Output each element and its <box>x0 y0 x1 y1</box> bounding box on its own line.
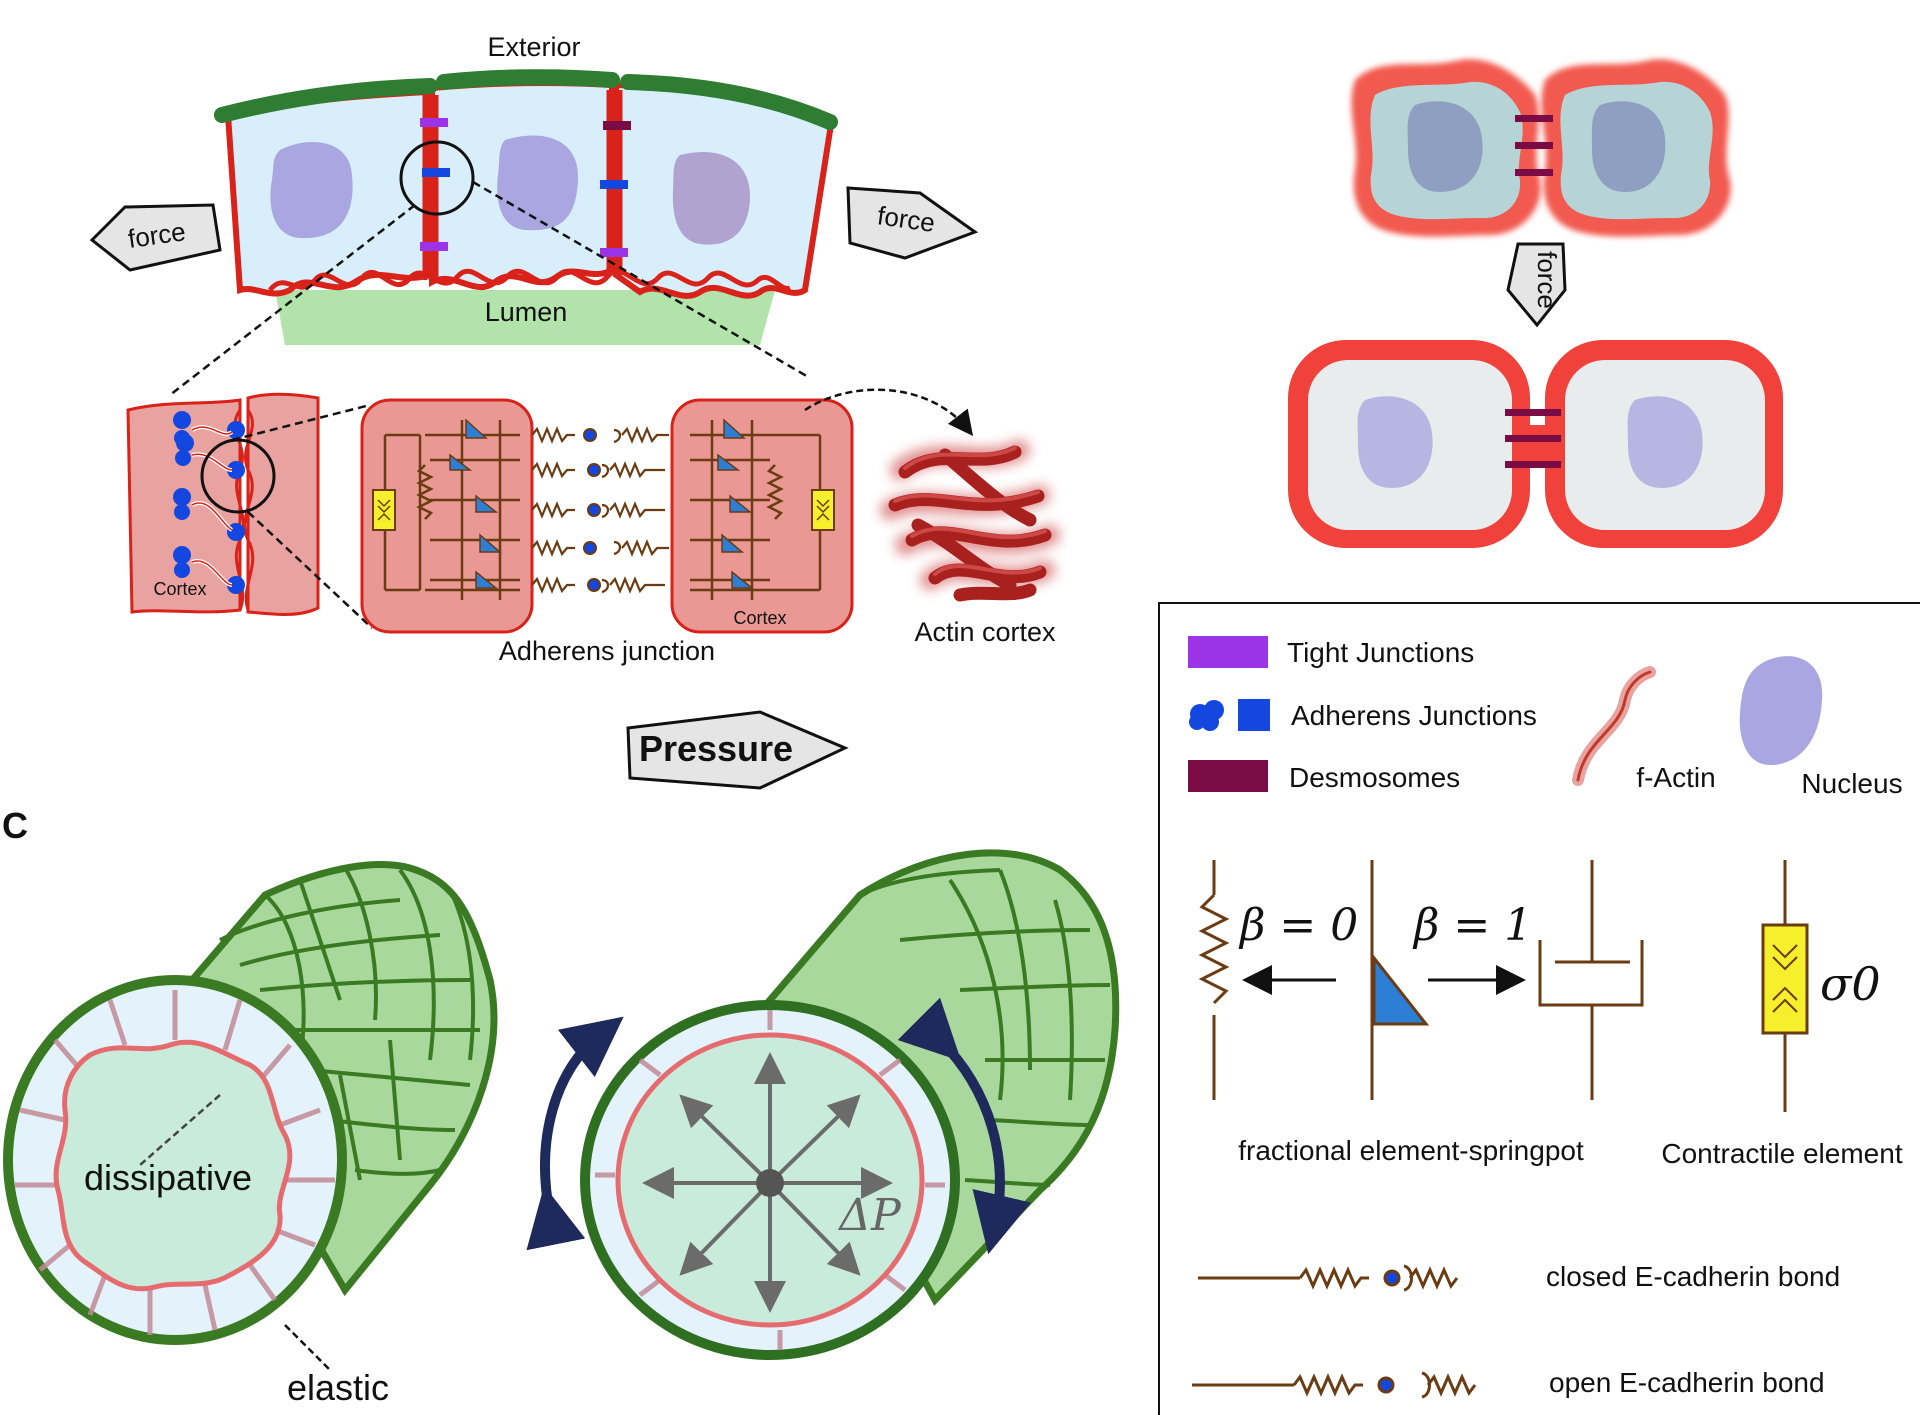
exterior-label: Exterior <box>487 32 580 62</box>
pressure-arrow: Pressure <box>626 710 849 790</box>
contractile-element-left <box>372 489 396 531</box>
pressure-label: Pressure <box>639 728 793 769</box>
dissipative-label: dissipative <box>84 1157 252 1198</box>
lumen-region <box>275 290 775 345</box>
cortex-small-label: Cortex <box>153 579 206 599</box>
force-arrow-right: force <box>846 186 979 260</box>
legend-factin-icon <box>1572 666 1656 786</box>
force-arrow-left: force <box>89 203 222 272</box>
tight-junction-2b <box>600 248 628 257</box>
apical-membrane-right <box>620 74 838 130</box>
cortex-large-label: Cortex <box>733 608 786 628</box>
legend-nucleus-label: Nucleus <box>1801 768 1902 799</box>
legend-beta0: β = 0 <box>1238 900 1358 951</box>
legend-tight-label: Tight Junctions <box>1287 637 1474 668</box>
legend-contractile-icon <box>1761 860 1809 1112</box>
cell-pair-stretched <box>1288 340 1783 548</box>
force-vertical-label: force <box>1532 251 1562 309</box>
legend-adherens-label: Adherens Junctions <box>1291 700 1537 731</box>
tight-junction-1 <box>420 118 448 127</box>
legend-springpot-label: fractional element-springpot <box>1238 1135 1584 1166</box>
apical-membrane-middle <box>436 69 620 90</box>
actin-cortex-image <box>880 440 1060 602</box>
legend-open-bond-label: open E-cadherin bond <box>1549 1367 1825 1398</box>
legend-closed-bond-label: closed E-cadherin bond <box>1546 1261 1840 1292</box>
legend-tight-swatch <box>1188 636 1268 668</box>
nucleus-right <box>672 152 751 245</box>
contractile-element-right <box>811 489 835 531</box>
basal-cortex <box>268 268 791 292</box>
tight-junction-1b <box>420 242 448 251</box>
legend-contractile-label: Contractile element <box>1661 1138 1902 1169</box>
legend-nucleus-icon <box>1739 656 1823 765</box>
adherens-junction-1 <box>422 168 450 177</box>
legend-dashpot-icon <box>1538 860 1644 1100</box>
force-arrow-vertical: force <box>1506 242 1567 328</box>
legend-springpot-icon <box>1370 860 1430 1100</box>
legend-beta1: β = 1 <box>1412 900 1532 951</box>
legend-adherens-swatch <box>1189 699 1270 731</box>
legend-box: Tight Junctions Adherens Junctions Desmo… <box>1158 602 1920 1415</box>
adherens-junction-label: Adherens junction <box>499 636 715 666</box>
epithelium-diagram <box>169 69 838 396</box>
legend-desmosome-label: Desmosomes <box>1289 762 1460 793</box>
legend-sigma0: σ0 <box>1820 957 1881 1011</box>
legend-desmosome-swatch <box>1188 760 1268 792</box>
legend-factin-label: f-Actin <box>1636 762 1715 793</box>
tube-left <box>3 861 498 1371</box>
legend-open-bond-icon <box>1192 1371 1477 1399</box>
actin-cortex-label: Actin cortex <box>914 617 1056 647</box>
lumen-label: Lumen <box>485 297 568 327</box>
adherens-junction-model: Cortex <box>360 388 974 634</box>
zoom-circle-top <box>399 140 475 216</box>
adherens-junction-2 <box>600 180 628 189</box>
cortex-small-cell: Cortex <box>126 392 373 629</box>
delta-p-label: ΔP <box>837 1190 902 1241</box>
zoom-circle-small <box>200 438 276 514</box>
elastic-label: elastic <box>287 1367 389 1408</box>
cell-pair-relaxed <box>1351 59 1731 237</box>
desmosome-2 <box>603 121 631 130</box>
apical-membrane-left <box>214 78 438 123</box>
nucleus-middle <box>497 135 579 231</box>
nucleus-left <box>270 142 353 239</box>
tube-right <box>526 849 1120 1360</box>
legend-spring-icon <box>1198 860 1230 1100</box>
panel-c-letter: C <box>2 805 28 846</box>
legend-closed-bond-icon <box>1198 1264 1459 1292</box>
